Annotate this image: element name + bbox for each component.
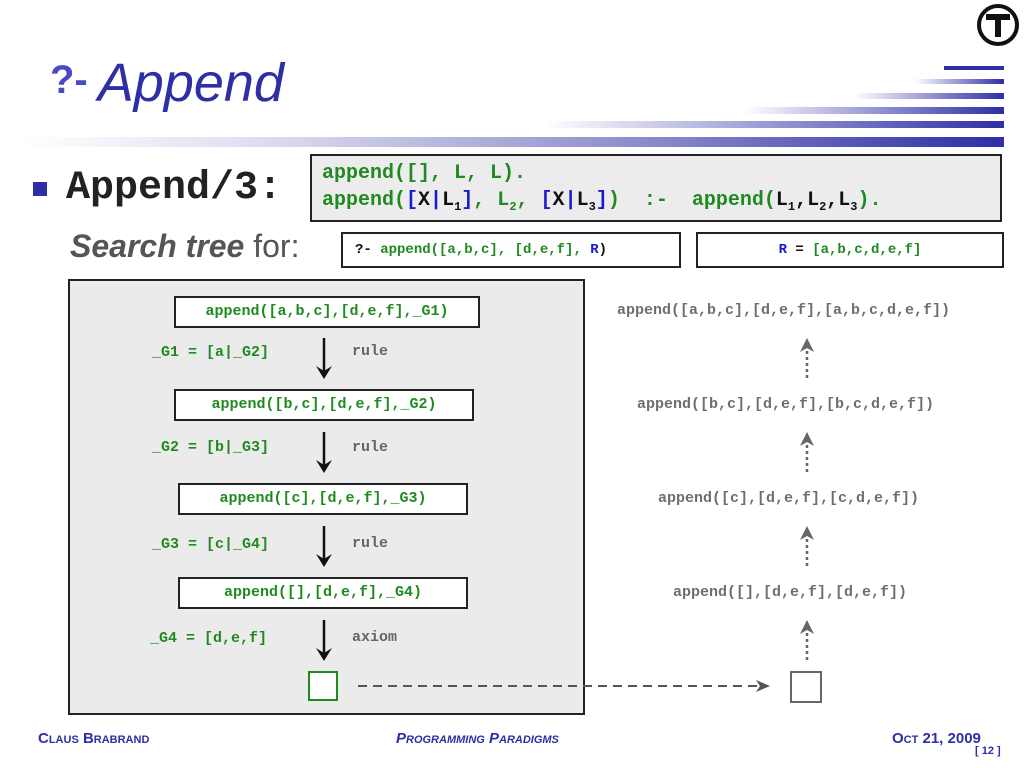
definition-line-2: append([X|L1], L2, [X|L3]) :- append(L1,… bbox=[322, 189, 882, 214]
result-box: R = [a,b,c,d,e,f] bbox=[696, 232, 1004, 268]
down-arrow-icon bbox=[316, 432, 332, 473]
resolved-goal-1: append([a,b,c],[d,e,f],[a,b,c,d,e,f]) bbox=[617, 302, 951, 319]
step-label-1: rule bbox=[352, 343, 389, 360]
step-label-4: axiom bbox=[352, 629, 398, 646]
dashed-right-arrow-icon bbox=[358, 680, 770, 692]
search-tree-label: Search tree for: bbox=[70, 228, 300, 264]
tree-goal-4: append([],[d,e,f],_G4) bbox=[178, 577, 468, 609]
step-label-3: rule bbox=[352, 535, 389, 552]
down-arrow-icon bbox=[316, 526, 332, 567]
dotted-up-arrow-icon bbox=[800, 338, 814, 378]
resolved-goal-4: append([],[d,e,f],[d,e,f]) bbox=[673, 584, 908, 601]
substitution-3: _G3 = [c|_G4] bbox=[152, 536, 270, 553]
dotted-up-arrow-icon bbox=[800, 620, 814, 660]
tree-goal-2: append([b,c],[d,e,f],_G2) bbox=[174, 389, 474, 421]
down-arrow-icon bbox=[316, 620, 332, 661]
slide-title: ?-Append bbox=[50, 52, 284, 114]
resolved-goal-3: append([c],[d,e,f],[c,d,e,f]) bbox=[658, 490, 920, 507]
header-bar bbox=[22, 137, 1004, 147]
down-arrow-icon bbox=[316, 338, 332, 379]
page-number: [ 12 ] bbox=[975, 745, 1001, 757]
footer-course: Programming Paradigms bbox=[396, 730, 559, 747]
resolved-goal-2: append([b,c],[d,e,f],[b,c,d,e,f]) bbox=[637, 396, 935, 413]
substitution-4: _G4 = [d,e,f] bbox=[150, 630, 268, 647]
definition-line-1: append([], L, L). bbox=[322, 162, 527, 185]
success-box bbox=[790, 671, 822, 703]
substitution-2: _G2 = [b|_G3] bbox=[152, 439, 270, 456]
definition-box: append([], L, L). append([X|L1], L2, [X|… bbox=[310, 154, 1002, 222]
bullet-label: Append/3: bbox=[66, 166, 283, 211]
title-text: Append bbox=[97, 53, 284, 113]
dotted-up-arrow-icon bbox=[800, 432, 814, 472]
step-label-2: rule bbox=[352, 439, 389, 456]
query-box: ?- append([a,b,c], [d,e,f], R) bbox=[341, 232, 681, 268]
dotted-up-arrow-icon bbox=[800, 526, 814, 566]
square-bullet-icon bbox=[33, 182, 47, 196]
tree-goal-1: append([a,b,c],[d,e,f],_G1) bbox=[174, 296, 480, 328]
footer-date: Oct 21, 2009 bbox=[892, 730, 981, 747]
tree-goal-3: append([c],[d,e,f],_G3) bbox=[178, 483, 468, 515]
substitution-1: _G1 = [a|_G2] bbox=[152, 344, 270, 361]
t-circle-logo-icon bbox=[977, 4, 1019, 46]
title-prefix: ?- bbox=[50, 58, 88, 102]
footer-author: Claus Brabrand bbox=[38, 730, 150, 747]
empty-goal-box bbox=[308, 671, 338, 701]
